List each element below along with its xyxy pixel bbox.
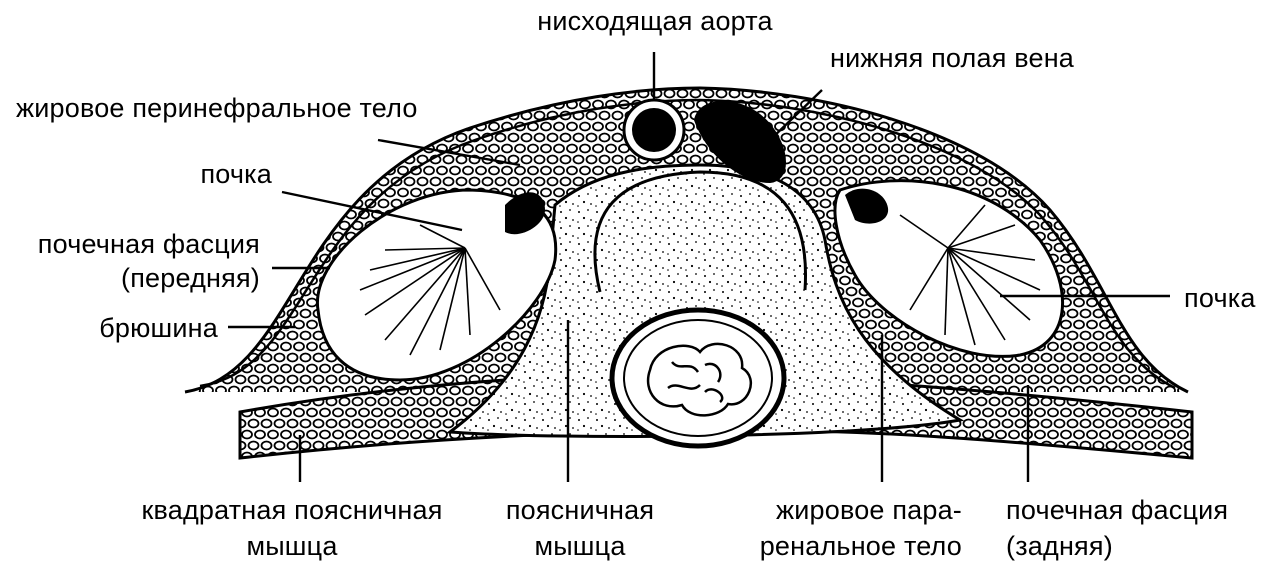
kidney-right: [833, 179, 1064, 358]
psoas-muscle: [445, 163, 965, 438]
label-psoas-line1: поясничная: [505, 495, 655, 525]
label-renal-fascia-posterior-line1: почечная фасция: [1006, 495, 1229, 525]
vertebral-body: [593, 170, 808, 293]
inferior-vena-cava: [693, 100, 786, 184]
label-quadratus-lumborum-line2: мышца: [246, 531, 338, 561]
leader-lines: [228, 52, 1170, 482]
label-pararenal-fat-line1: жировое пара-: [775, 495, 962, 525]
label-quadratus-lumborum-line1: квадратная поясничная: [141, 495, 443, 525]
label-pararenal-fat-line2: ренальное тело: [759, 531, 962, 561]
label-peritoneum: брюшина: [99, 313, 218, 343]
label-kidney-left: почка: [200, 159, 272, 189]
label-descending-aorta: нисходящая аорта: [537, 6, 773, 36]
label-psoas-line2: мышца: [534, 531, 626, 561]
label-kidney-right: почка: [1184, 283, 1256, 313]
descending-aorta: [622, 98, 686, 162]
label-perirenal-fat: жировое перинефральное тело: [16, 93, 418, 123]
spinal-cord-gyri: [647, 342, 753, 417]
label-inferior-vena-cava: нижняя полая вена: [830, 43, 1075, 73]
label-renal-fascia-anterior-line2: (передняя): [121, 263, 260, 293]
spinal-canal: [609, 307, 787, 449]
kidney-left: [316, 188, 558, 382]
label-renal-fascia-posterior-line2: (задняя): [1006, 531, 1113, 561]
label-renal-fascia-anterior-line1: почечная фасция: [37, 229, 260, 259]
